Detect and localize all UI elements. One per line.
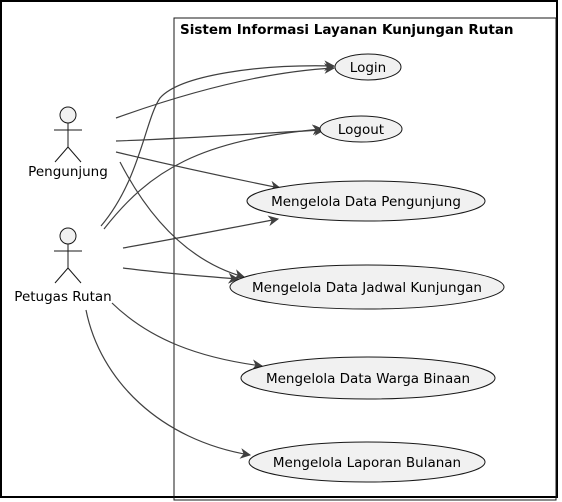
edge-pengunjung-jadwal [119,161,246,280]
actor-head [59,227,77,245]
edge-petugas-datapengunjung [122,215,280,249]
use-case-label: Login [350,60,386,76]
use-case-label: Logout [338,122,384,138]
use-case-jadwal-kunjungan: Mengelola Data Jadwal Kunjungan [229,264,505,310]
use-case-label: Mengelola Data Warga Binaan [266,371,470,387]
use-case-logout: Logout [319,115,403,143]
use-case-warga-binaan: Mengelola Data Warga Binaan [240,356,496,400]
use-case-ellipse [246,180,486,222]
edge-petugas-login [100,60,336,227]
actor-petugas [54,227,82,284]
edge-petugas-laporan [85,309,252,459]
edge-petugas-jadwal [122,267,240,284]
use-case-ellipse [248,441,486,483]
use-case-label: Mengelola Laporan Bulanan [273,455,461,471]
actor-leg-right [67,267,82,284]
edge-pengunjung-datapengunjung [115,151,282,192]
actor-head [59,106,77,124]
use-case-login: Login [334,53,402,81]
actor-leg-left [54,267,69,284]
use-case-ellipse [240,356,496,400]
use-case-data-pengunjung: Mengelola Data Pengunjung [246,180,486,222]
actor-label-petugas: Petugas Rutan [14,289,111,305]
use-case-ellipse [319,115,403,143]
edge-petugas-warga [111,302,264,371]
use-case-ellipse [229,264,505,310]
edge-petugas-logout [103,124,324,230]
edge-pengunjung-login [115,63,336,119]
system-title: Sistem Informasi Layanan Kunjungan Rutan [180,22,514,38]
association-edges [85,60,336,459]
use-case-laporan-bulanan: Mengelola Laporan Bulanan [248,441,486,483]
actor-pengunjung [54,106,82,163]
use-case-ellipse [334,53,402,81]
system-boundary [173,17,557,501]
use-case-label: Mengelola Data Pengunjung [271,194,461,210]
actor-leg-left [54,146,69,163]
actor-label-pengunjung: Pengunjung [28,164,108,180]
use-case-label: Mengelola Data Jadwal Kunjungan [252,280,482,296]
actor-leg-right [67,146,82,163]
